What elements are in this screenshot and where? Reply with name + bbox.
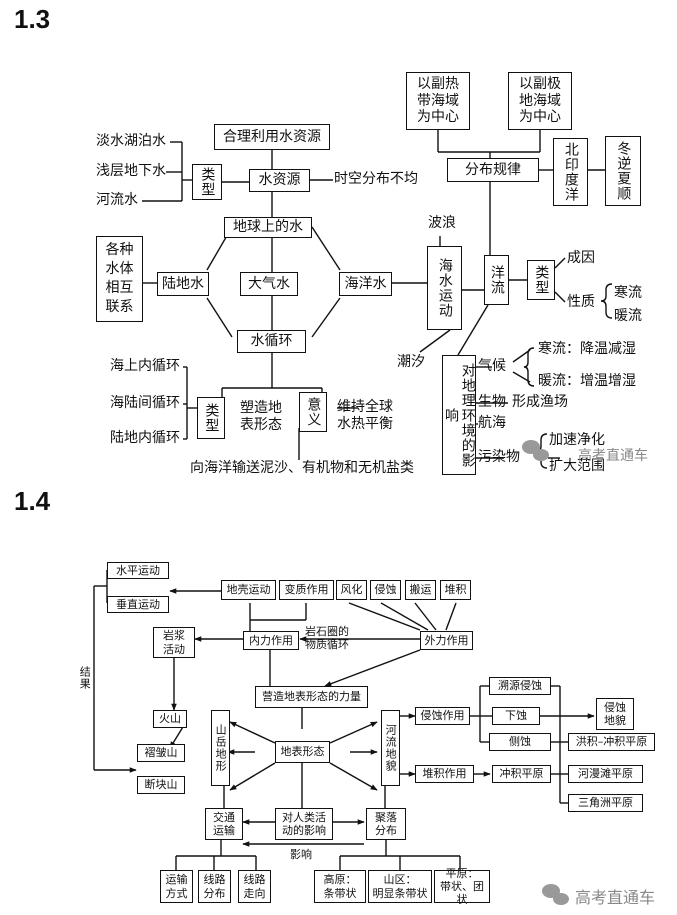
box-route-distribution: 线路 分布 (198, 870, 231, 903)
box-floodplain: 河漫滩平原 (568, 765, 643, 783)
box-water-resources: 水资源 (249, 169, 310, 192)
box-external-force: 外力作用 (420, 631, 473, 650)
section-title-1-4: 1.4 (14, 486, 51, 516)
box-erosion-landform: 侵蚀 地貌 (596, 698, 634, 730)
box-pluvial-alluvial-plain: 洪积–冲积平原 (568, 733, 655, 751)
label-expand-range: 扩大范围 (549, 458, 605, 474)
watermark-text-1: 高考直通车 (578, 448, 648, 464)
box-winter-summer: 冬逆夏顺 (605, 136, 641, 206)
label-biology: 生物 (478, 394, 506, 410)
label-nature: 性质 (567, 294, 595, 310)
box-significance: 意义 (299, 392, 327, 432)
label-speed-purify: 加速净化 (549, 432, 605, 448)
box-transportation: 交通 运输 (205, 808, 243, 840)
box-delta-plain: 三角洲平原 (568, 794, 643, 812)
label-cold-cooling: 寒流：降温减湿 (538, 341, 636, 357)
box-water-connection: 各种 水体 相互 联系 (96, 236, 143, 322)
box-down-cutting: 下蚀 (492, 707, 540, 725)
box-seawater-motion: 海水运动 (427, 246, 462, 330)
label-cold-current: 寒流 (614, 285, 642, 301)
label-pollutants: 污染物 (478, 449, 520, 465)
label-freshwater-lake: 淡水湖泊水 (96, 133, 166, 149)
label-transport-sediment: 向海洋输送泥沙、有机物和无机盐类 (190, 460, 414, 476)
box-shaping-force: 营造地表形态的力量 (255, 686, 368, 708)
box-north-indian-ocean: 北印度洋 (553, 138, 588, 206)
box-human-impact: 对人类活 动的影响 (275, 808, 333, 840)
box-earth-water: 地球上的水 (224, 217, 312, 238)
label-influence: 影响 (290, 848, 312, 861)
box-plateau-strip: 高原： 条带状 (314, 870, 366, 903)
box-river-landform: 河流地貌 (381, 710, 400, 786)
box-crustal-movement: 地壳运动 (221, 580, 276, 600)
box-plain-cluster: 平原： 带状、团状 (434, 867, 490, 906)
box-subpolar-center: 以副极 地海域 为中心 (508, 72, 572, 130)
box-mountain-terrain: 山岳地形 (211, 710, 230, 786)
label-navigation: 航海 (478, 415, 506, 431)
box-transport-mode: 运输 方式 (160, 870, 193, 903)
label-climate: 气候 (478, 358, 506, 374)
box-horizontal-movement: 水平运动 (107, 562, 169, 579)
label-result: 结果 (78, 666, 92, 690)
box-subtropical-center: 以副热 带海域 为中心 (406, 72, 470, 130)
box-distribution-law: 分布规律 (447, 158, 539, 182)
box-fold-mountain: 褶皱山 (137, 744, 185, 762)
label-sea-inner-cycle: 海上内循环 (110, 358, 180, 374)
label-warm-current: 暖流 (614, 308, 642, 324)
section-title-1-3: 1.3 (14, 4, 51, 34)
box-lateral-erosion: 侧蚀 (489, 733, 551, 751)
label-cause: 成因 (567, 250, 595, 266)
box-ocean-water: 海洋水 (339, 272, 392, 296)
box-volcano: 火山 (153, 710, 187, 728)
box-internal-force: 内力作用 (243, 631, 299, 650)
box-weathering: 风化 (336, 580, 367, 600)
box-settlement: 聚落 分布 (366, 808, 406, 840)
box-type-2: 类型 (197, 397, 225, 439)
box-mountain-strip: 山区： 明显条带状 (368, 870, 432, 903)
label-tides: 潮汐 (397, 354, 425, 370)
box-reasonable-use: 合理利用水资源 (214, 124, 330, 150)
label-heat-balance: 维持全球 水热平衡 (337, 399, 393, 432)
box-atmospheric-water: 大气水 (240, 272, 298, 296)
box-vertical-movement: 垂直运动 (107, 596, 169, 613)
box-fault-mountain: 断块山 (137, 776, 185, 794)
label-land-inner-cycle: 陆地内循环 (110, 430, 180, 446)
box-land-water: 陆地水 (157, 272, 209, 296)
box-transport: 搬运 (405, 580, 436, 600)
box-erosion: 侵蚀 (370, 580, 401, 600)
label-river-water: 河流水 (96, 192, 138, 208)
box-surface-form: 地表形态 (275, 741, 330, 763)
box-alluvial-plain: 冲积平原 (492, 765, 551, 783)
box-metamorphism: 变质作用 (279, 580, 334, 600)
label-waves: 波浪 (428, 215, 456, 231)
box-route-direction: 线路 走向 (238, 870, 271, 903)
label-warm-heating: 暖流：增温增湿 (538, 373, 636, 389)
box-headward-erosion: 溯源侵蚀 (489, 677, 551, 695)
box-magma-activity: 岩浆 活动 (153, 627, 195, 658)
label-shallow-groundwater: 浅层地下水 (96, 163, 166, 179)
label-uneven-distribution: 时空分布不均 (334, 171, 418, 187)
box-deposition-action: 堆积作用 (415, 765, 474, 783)
box-type-1: 类型 (192, 164, 222, 200)
box-environment-effect: 对地理环境的影响 (442, 355, 476, 475)
watermark-text-2: 高考直通车 (575, 888, 656, 907)
box-erosion-action: 侵蚀作用 (415, 707, 470, 725)
box-ocean-current: 洋流 (484, 255, 509, 305)
label-fishing-ground: 形成渔场 (512, 394, 568, 410)
label-shape-landform: 塑造地 表形态 (240, 400, 282, 433)
box-water-cycle: 水循环 (237, 330, 306, 353)
label-rock-cycle: 岩石圈的 物质循环 (305, 625, 349, 652)
box-type-3: 类型 (527, 260, 555, 300)
label-sea-land-cycle: 海陆间循环 (110, 395, 180, 411)
box-deposition: 堆积 (440, 580, 471, 600)
